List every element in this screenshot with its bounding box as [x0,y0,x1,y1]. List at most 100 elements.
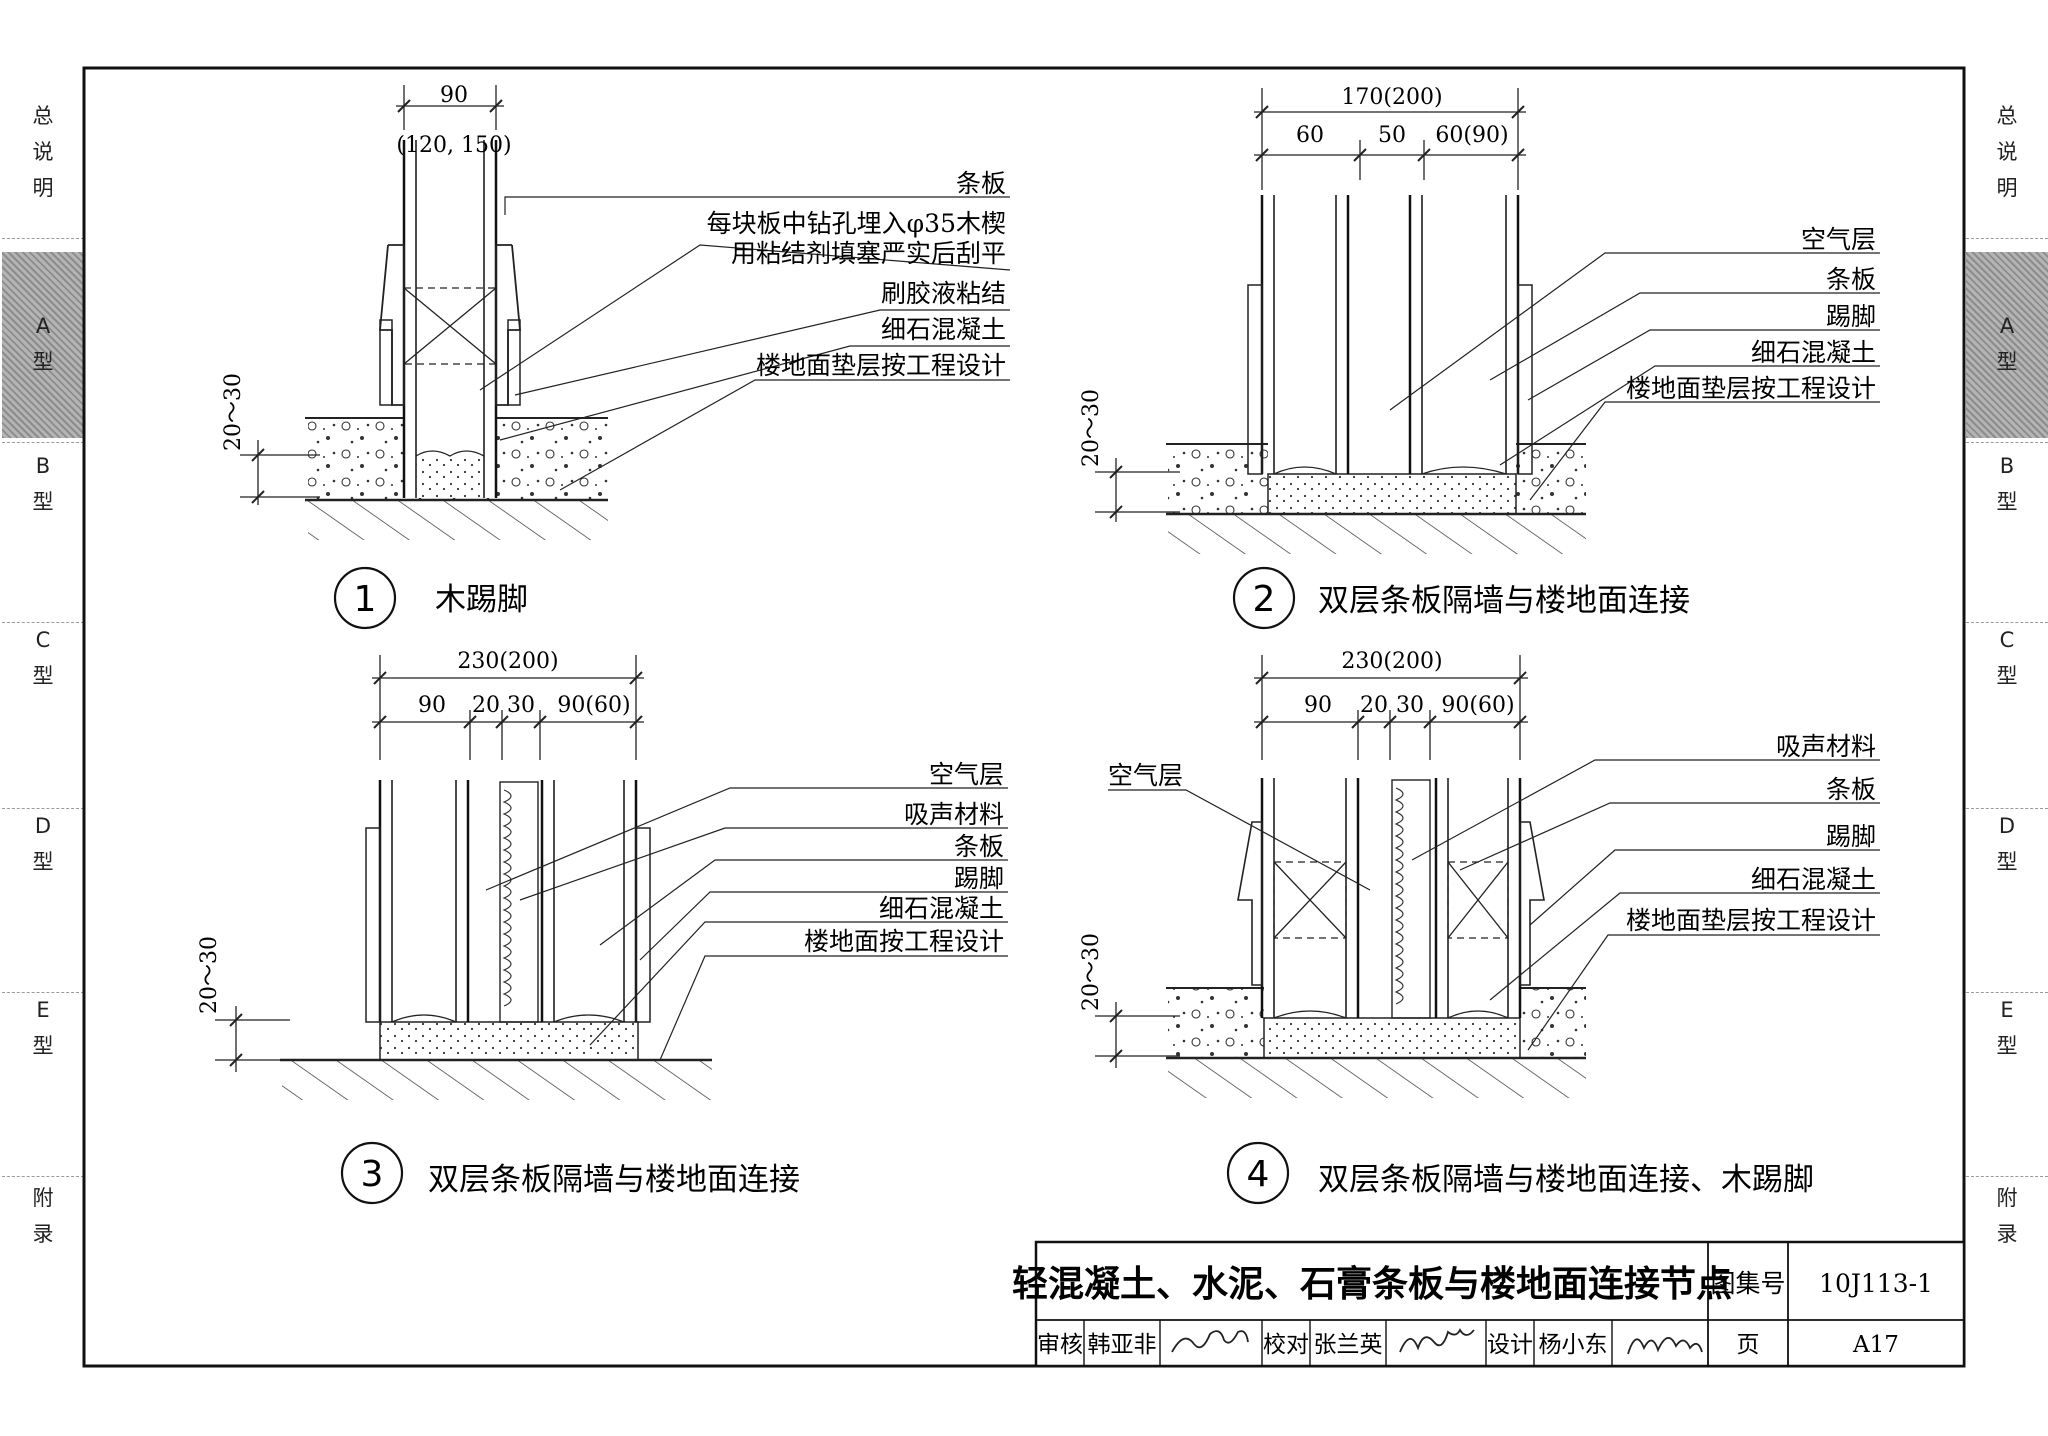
label-cushion: 楼地面垫层按工程设计 [756,351,1006,380]
label-cushion: 楼地面垫层按工程设计 [1626,374,1876,403]
detail-title: 木踢脚 [435,582,528,618]
side-divider [2,1176,84,1177]
label-panel: 条板 [956,169,1006,198]
fine-concrete [379,1021,639,1061]
side-tab[interactable]: C型 [2,622,84,742]
side-tab[interactable]: 附录 [2,1180,84,1310]
side-tab[interactable]: D型 [2,808,84,938]
dim-b: 20 [472,693,500,718]
side-tab-label: E型 [1996,998,2018,1058]
dim-b: 20 [1360,693,1388,718]
side-divider [2,808,84,809]
label-acoustic: 吸声材料 [1776,732,1876,761]
label-air-layer: 空气层 [1108,761,1183,790]
dim-a: 90 [418,693,446,718]
ground-hatch [1168,1058,1586,1098]
acoustic-material [1391,779,1431,1019]
dim-height: 20～30 [197,936,222,1014]
acoustic-material [499,781,539,1023]
dim-a: 90 [1304,693,1332,718]
label-fine-concrete: 细石混凝土 [879,894,1004,923]
side-tab-label: C型 [1996,628,2018,688]
fine-concrete [416,456,484,498]
dim-d: 90(60) [557,693,630,718]
side-tab[interactable]: B型 [2,448,84,558]
detail-number: 3 [361,1154,384,1195]
label-skirting: 踢脚 [1826,302,1876,331]
reviewer-signature [1171,1330,1249,1353]
side-tab-label: 总说明 [1996,104,2018,200]
reviewer-name: 韩亚非 [1088,1332,1157,1358]
sheet-frame [82,66,1966,1368]
designer-name: 杨小东 [1539,1332,1608,1358]
review-label: 审核 [1037,1332,1083,1358]
side-tab-label: A型 [32,314,54,374]
side-tab[interactable]: A型 [2,252,84,438]
detail-4-double-panel-wood-skirting: 230(200) 90 20 30 90(60) 20～30 空气层 吸声材料 … [1079,649,1880,1205]
fine-concrete [1263,1017,1521,1059]
ground-hatch [308,500,608,540]
side-divider [1966,808,2048,809]
detail-number: 1 [354,579,377,620]
label-skirting: 踢脚 [1826,822,1876,851]
checker-signature [1399,1328,1475,1353]
side-divider [1966,992,2048,993]
side-tab-label: 总说明 [32,104,54,200]
ground-hatch [282,1060,712,1100]
side-tab-label: A型 [1996,314,2018,374]
label-acoustic: 吸声材料 [904,800,1004,829]
side-tab[interactable]: 附录 [1966,1180,2048,1310]
dim-top-alt: (120, 150) [396,133,511,158]
detail-number: 4 [1247,1154,1270,1195]
fine-concrete [1267,473,1517,515]
detail-number-circle [1226,1141,1290,1205]
side-tab-label: B型 [1996,454,2018,514]
label-wedge-1: 每块板中钻孔埋入φ35木楔 [707,209,1006,238]
dim-c: 30 [507,693,535,718]
dim-total: 230(200) [1341,649,1442,674]
label-panel: 条板 [1826,265,1876,294]
side-tab[interactable]: B型 [1966,448,2048,558]
label-fine-concrete: 细石混凝土 [1751,865,1876,894]
side-divider [1966,238,2048,239]
side-divider [1966,442,2048,443]
detail-number-circle [333,566,397,630]
label-air-layer: 空气层 [929,760,1004,789]
design-label: 设计 [1487,1332,1533,1358]
title-block: 轻混凝土、水泥、石膏条板与楼地面连接节点 图集号 10J113-1 审核 韩亚非… [1012,1240,1966,1368]
dim-b: 50 [1378,123,1406,148]
atlas-number: 10J113-1 [1819,1269,1933,1298]
side-tab[interactable]: E型 [1966,992,2048,1122]
dim-d: 90(60) [1441,693,1514,718]
side-tab[interactable]: 总说明 [2,98,84,238]
dim-top: 90 [440,83,468,108]
side-tab[interactable]: A型 [1966,252,2048,438]
side-tab-label: 附录 [1996,1186,2018,1246]
side-divider [2,622,84,623]
label-air-layer: 空气层 [1801,225,1876,254]
detail-1-wood-skirting: 90 (120, 150) 20～30 条板 每块板中钻孔埋入φ35木楔 用粘结… [221,83,1011,630]
side-divider [1966,1176,2048,1177]
side-tab[interactable]: C型 [1966,622,2048,742]
detail-title: 双层条板隔墙与楼地面连接 [1318,583,1690,619]
label-wedge-2: 用粘结剂填塞严实后刮平 [731,239,1006,268]
dim-total: 170(200) [1341,85,1442,110]
detail-3-double-panel-acoustic: 230(200) 90 20 30 90(60) 20～30 空气层 吸声材料 … [197,649,1008,1205]
label-floor: 楼地面按工程设计 [804,927,1004,956]
side-tab[interactable]: E型 [2,992,84,1122]
detail-2-double-panel: 170(200) 60 50 60(90) 20～30 空气层 条板 踢脚 细石… [1079,85,1880,630]
side-tab[interactable]: 总说明 [1966,98,2048,238]
side-tab[interactable]: D型 [1966,808,2048,938]
ground-hatch [1168,514,1586,554]
dim-height: 20～30 [1079,389,1104,467]
dim-total: 230(200) [457,649,558,674]
label-skirting: 踢脚 [954,864,1004,893]
check-label: 校对 [1263,1332,1309,1358]
dim-a: 60 [1296,123,1324,148]
label-panel: 条板 [954,832,1004,861]
side-divider [2,992,84,993]
side-tab-label: D型 [1996,814,2018,874]
side-divider [2,442,84,443]
side-divider [2,238,84,239]
